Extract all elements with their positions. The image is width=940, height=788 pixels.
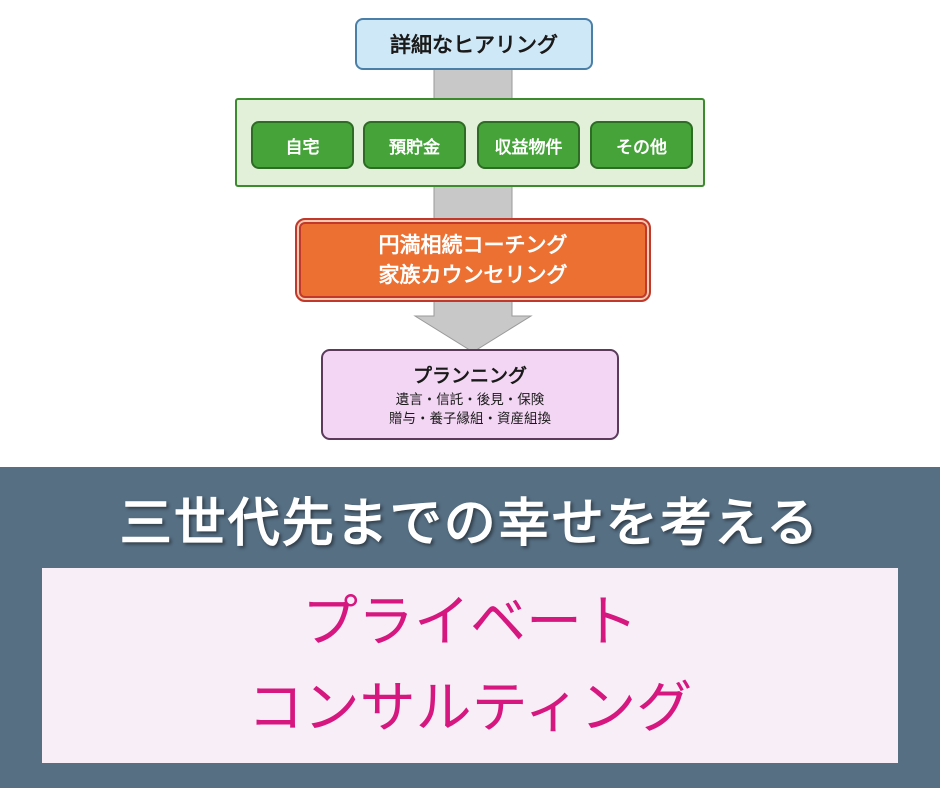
planning-line-1: 遺言・信託・後見・保険 bbox=[395, 391, 545, 408]
slogan-text: 三世代先までの幸せを考える bbox=[119, 493, 821, 554]
service-title-line-1: プライベート bbox=[302, 589, 638, 655]
slogan-heading: 三世代先までの幸せを考える bbox=[0, 470, 940, 566]
asset-home-label: 自宅 bbox=[285, 137, 320, 158]
assets-panel: 自宅 預貯金 収益物件 その他 bbox=[235, 98, 705, 187]
flow-arrow-shape bbox=[413, 39, 533, 353]
coaching-line-2: 家族カウンセリング bbox=[378, 263, 568, 287]
asset-home: 自宅 bbox=[251, 121, 354, 169]
planning-title: プランニング bbox=[412, 364, 527, 387]
service-title-line-2: コンサルティング bbox=[247, 675, 693, 741]
hearing-box: 詳細なヒアリング bbox=[355, 18, 593, 70]
hearing-label: 詳細なヒアリング bbox=[390, 33, 558, 57]
service-title-card: プライベート コンサルティング bbox=[42, 568, 898, 763]
planning-line-2: 贈与・養子縁組・資産組換 bbox=[389, 410, 551, 427]
asset-savings: 預貯金 bbox=[363, 121, 466, 169]
planning-box: プランニング 遺言・信託・後見・保険 贈与・養子縁組・資産組換 bbox=[321, 349, 619, 440]
asset-rental-property: 収益物件 bbox=[477, 121, 580, 169]
coaching-line-1: 円満相続コーチング bbox=[378, 233, 568, 257]
coaching-box: 円満相続コーチング 家族カウンセリング bbox=[295, 218, 651, 302]
asset-savings-label: 預貯金 bbox=[389, 137, 440, 158]
asset-rental-property-label: 収益物件 bbox=[494, 137, 563, 158]
asset-other: その他 bbox=[590, 121, 693, 169]
asset-other-label: その他 bbox=[616, 137, 667, 158]
